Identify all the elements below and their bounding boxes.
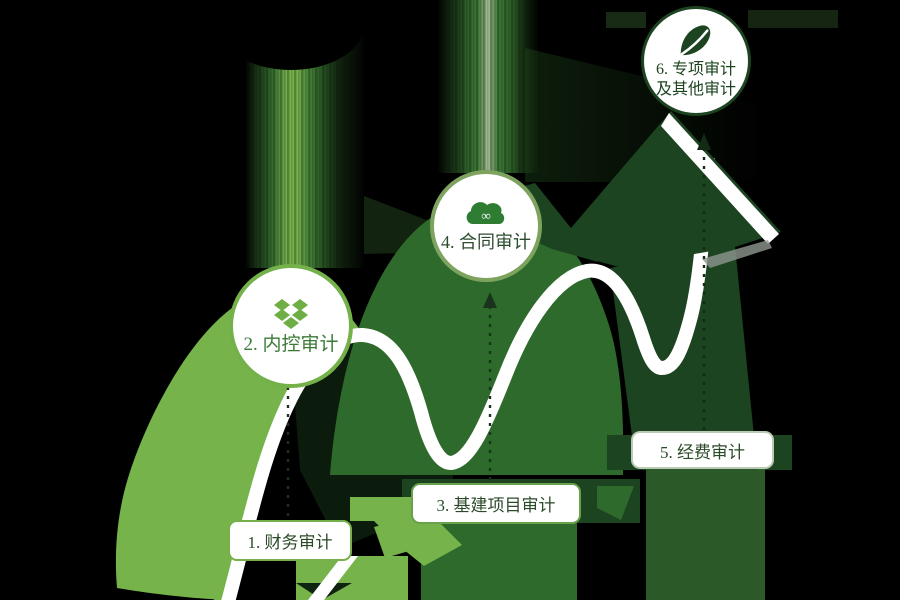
accent-chevron-1b bbox=[398, 545, 462, 566]
cloud-infinity-icon: ∞ bbox=[466, 202, 505, 225]
connector-arrowhead-3 bbox=[483, 292, 497, 308]
node-2-label: 2. 内控审计 bbox=[243, 333, 339, 355]
node6-glow-left bbox=[606, 12, 646, 28]
label-5-text: 5. 经费审计 bbox=[660, 442, 745, 462]
node6-glow-right bbox=[748, 10, 838, 28]
label-1-text: 1. 财务审计 bbox=[247, 533, 333, 552]
node-4-contract-audit: ∞ 4. 合同审计 bbox=[430, 170, 542, 282]
accent-chevron-1a bbox=[374, 521, 462, 545]
connector-arrowhead-6 bbox=[697, 133, 711, 150]
light-beam-above-node4 bbox=[438, 0, 538, 173]
pedestal-column-5 bbox=[646, 468, 758, 600]
node-6-special-audit: 6. 专项审计 及其他审计 bbox=[641, 6, 751, 116]
pedestal-accent-5 bbox=[597, 486, 634, 520]
label-5-funding-audit: 5. 经费审计 bbox=[631, 431, 774, 469]
label-3-text: 3. 基建项目审计 bbox=[436, 496, 556, 515]
node-6-label-line1: 6. 专项审计 bbox=[655, 60, 736, 78]
label-1-financial-audit: 1. 财务审计 bbox=[228, 520, 352, 561]
infinity-glyph: ∞ bbox=[481, 208, 490, 223]
node-2-internal-control-audit: 2. 内控审计 bbox=[229, 264, 353, 388]
arrow-head bbox=[553, 111, 781, 267]
accent-chevron-1c bbox=[203, 545, 232, 600]
arrow-head-white-edge bbox=[661, 113, 779, 244]
node-6-label-line2: 及其他审计 bbox=[655, 80, 736, 98]
label-3-infrastructure-audit: 3. 基建项目审计 bbox=[411, 483, 581, 524]
mid-green-hump bbox=[330, 201, 623, 475]
dropbox-icon bbox=[274, 298, 308, 329]
arrow-head-gray-sliver bbox=[702, 240, 772, 268]
white-sliver-1 bbox=[308, 556, 358, 600]
light-beam-above-node2 bbox=[217, 0, 365, 268]
pedestal-strip-5 bbox=[758, 468, 765, 600]
leaf-icon bbox=[680, 24, 711, 55]
node-4-label: 4. 合同审计 bbox=[441, 232, 531, 253]
